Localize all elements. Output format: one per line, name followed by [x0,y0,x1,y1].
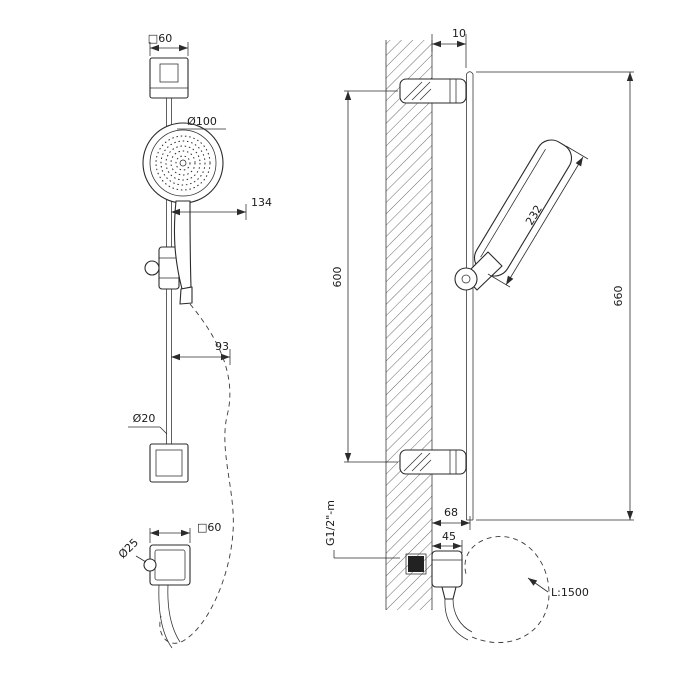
dim-inlet-diameter: Ø25 [116,536,147,563]
dim-outlet-height: 45 [432,530,463,553]
dim-total-length: 660 [476,71,634,521]
front-view: □60 Ø100 [116,32,272,649]
slider-knob-side [454,267,478,291]
dim-outlet-projection: 68 [432,506,471,530]
dim-connection-thread: G1/2"-m [324,500,400,559]
dim-head-offset: 134 [171,196,272,220]
dim-label-bracket-spacing: 600 [331,267,344,288]
outlet-elbow-front [143,544,191,586]
hose-side [444,536,550,643]
dim-wall-clearance: 10 [431,27,467,68]
hose-front [158,303,234,649]
dim-label-outlet-projection: 68 [444,506,458,519]
dim-label-outlet-width: □60 [197,521,221,534]
supply-pipe-section [408,556,424,572]
dim-rail-diameter: Ø20 [128,412,168,435]
dim-label-head-offset: 134 [251,196,272,209]
dim-label-connection-thread: G1/2"-m [324,500,337,546]
wall-hatch [386,40,432,610]
dim-head-diameter: Ø100 [177,115,226,130]
dim-label-slider-offset: 93 [215,340,229,353]
dim-label-head-diameter: Ø100 [187,115,217,128]
top-bracket-side [399,78,467,104]
slider-holder-front [144,246,180,290]
dim-slider-offset: 93 [171,340,231,365]
dim-hose-length: L:1500 [527,577,589,599]
dim-label-hose-length: L:1500 [551,586,589,599]
dim-bracket-spacing: 600 [331,90,398,463]
bottom-bracket-front [149,443,189,483]
handshower-head-front [142,122,224,204]
dim-label-inlet-diameter: Ø25 [116,536,141,561]
dim-outlet-width: □60 [149,521,221,543]
dim-top-bracket-width: □60 [148,32,189,56]
dim-label-outlet-height: 45 [442,530,456,543]
outlet-elbow-side [405,550,463,600]
dim-label-rail-diameter: Ø20 [133,412,156,425]
handshower-handle-front [173,200,193,305]
dim-label-top-width: □60 [148,32,172,45]
dim-label-total-length: 660 [612,286,625,307]
wall-section [385,40,433,610]
side-view: 10 [324,27,634,643]
bottom-bracket-side [399,449,467,475]
top-bracket-front [149,57,189,99]
shower-rail-side [466,71,474,521]
dim-label-wall-clearance: 10 [452,27,466,40]
